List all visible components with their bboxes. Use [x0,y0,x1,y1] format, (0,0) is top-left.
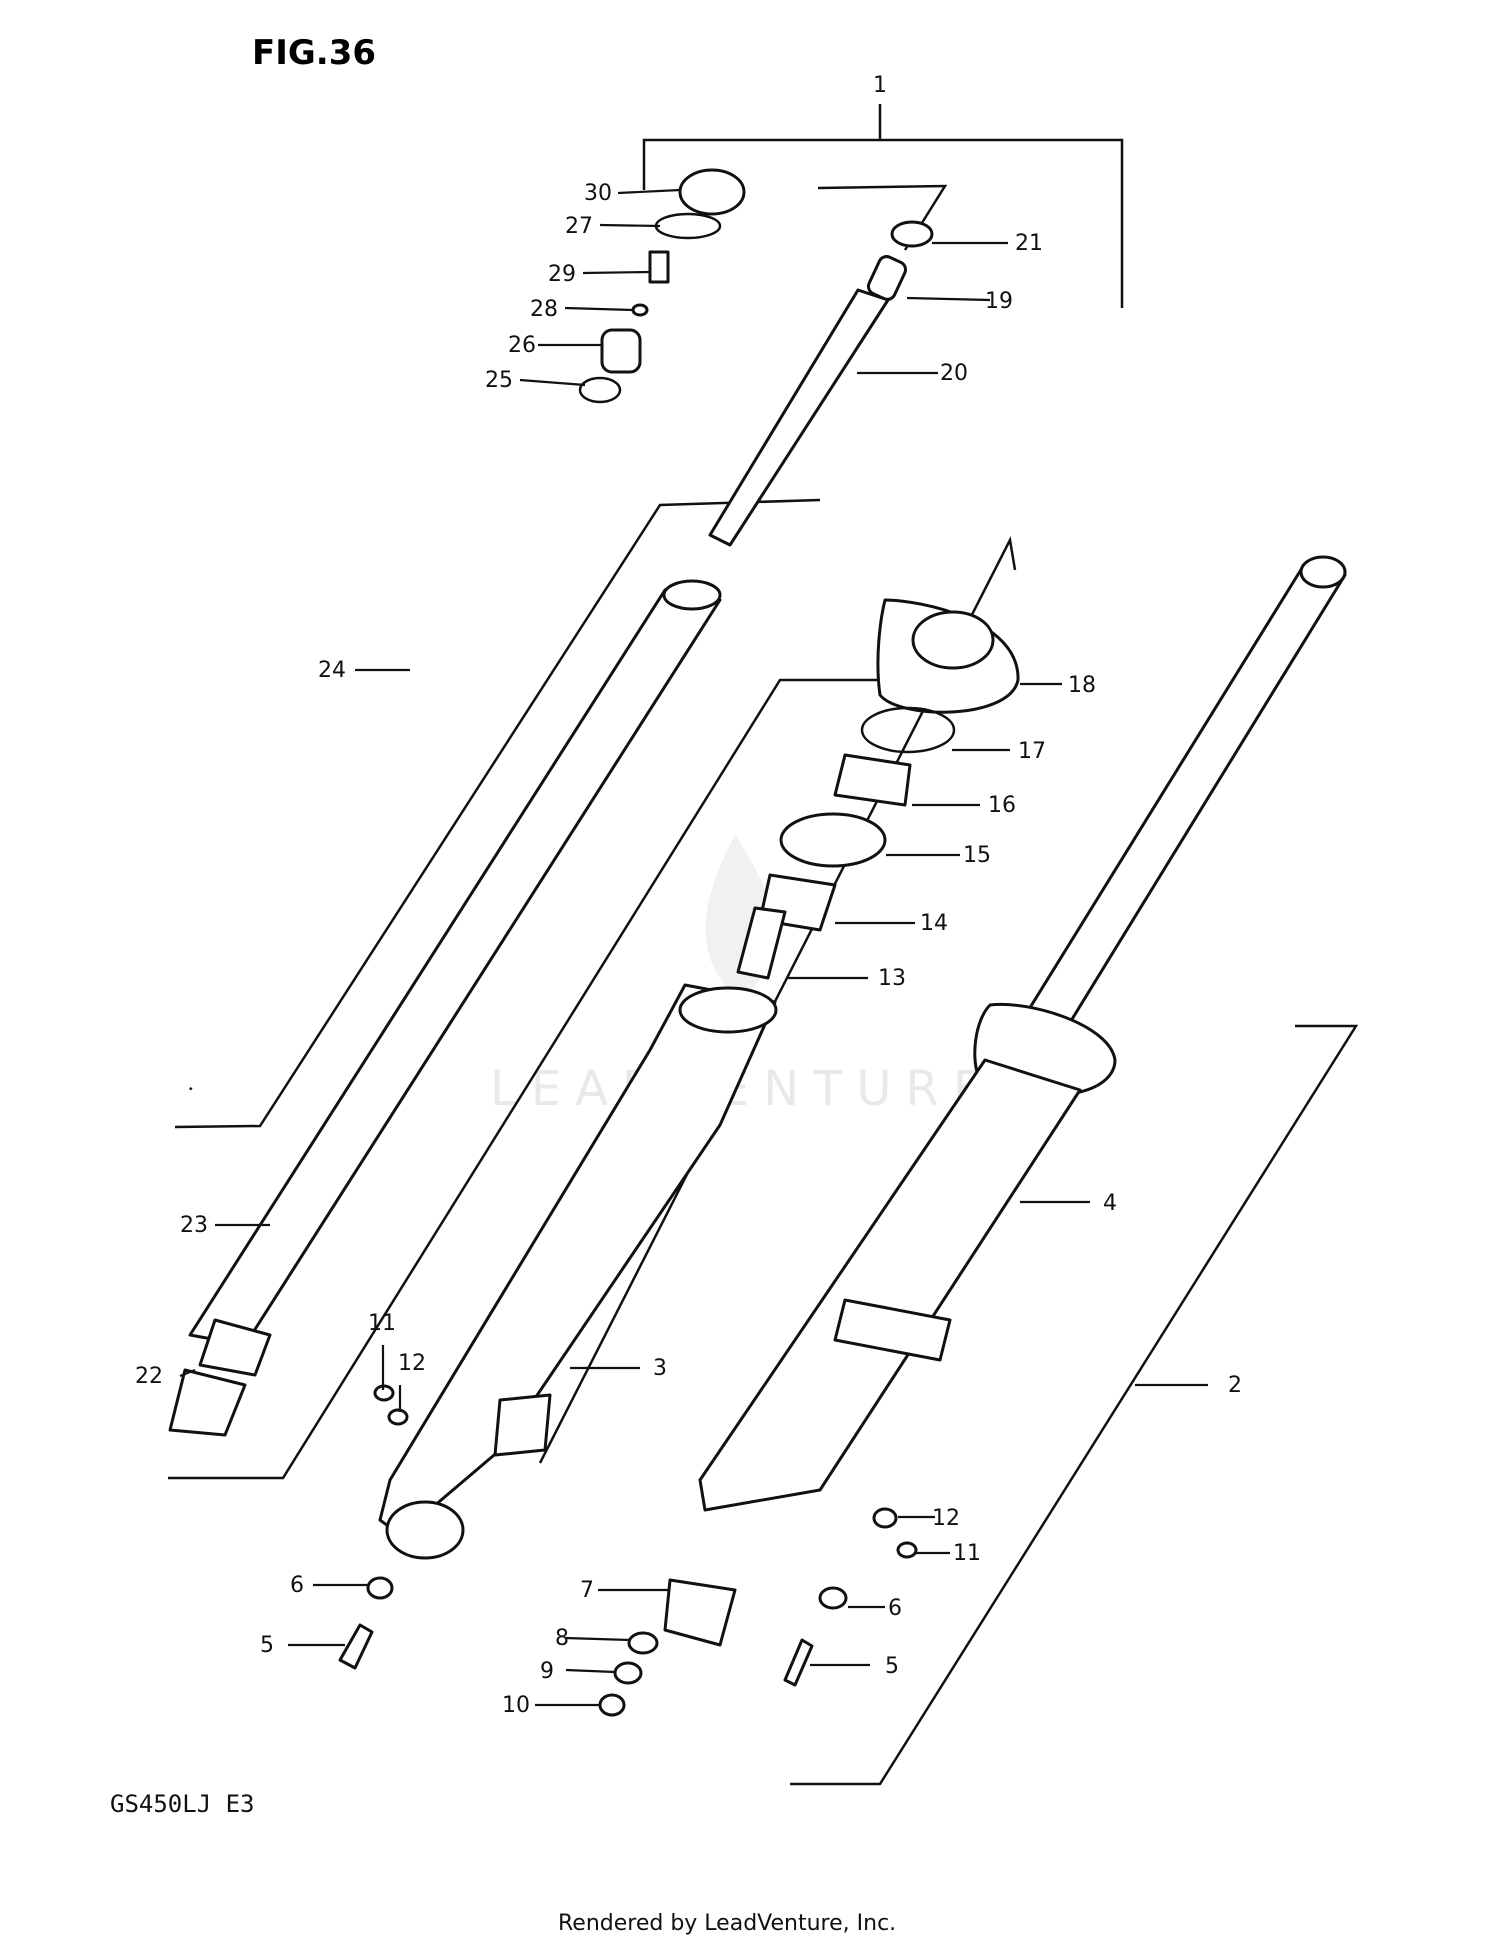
fork-spring [188,416,585,1091]
callout-13: 13 [878,966,906,991]
callout-24: 24 [318,658,346,683]
callout-21: 21 [1015,231,1043,256]
callout-17: 17 [1018,739,1046,764]
bracket-assembly-1 [642,104,1124,308]
callout-5-left: 5 [260,1633,274,1658]
model-code: GS450LJ E3 [110,1790,255,1818]
callout-7: 7 [580,1578,594,1603]
callout-labels: 1 2 3 4 5 5 6 6 7 8 9 10 11 11 12 12 13 … [135,73,1242,1718]
callout-26: 26 [508,333,536,358]
callout-10: 10 [502,1693,530,1718]
callout-12-right: 12 [932,1506,960,1531]
callout-11-left: 11 [368,1311,396,1336]
callout-6-left: 6 [290,1573,304,1598]
callout-14: 14 [920,911,948,936]
outer-tube-left [378,983,778,1560]
assembly-brackets [168,104,1359,1786]
callout-22: 22 [135,1364,163,1389]
callout-1: 1 [873,73,887,98]
callout-30: 30 [584,181,612,206]
damper-rod [708,220,934,547]
top-cap-parts [578,168,746,404]
valve [736,906,787,980]
callout-20: 20 [940,361,968,386]
callout-19: 19 [985,289,1013,314]
callout-27: 27 [565,214,593,239]
callout-12-left: 12 [398,1351,426,1376]
figure-title: FIG.36 [252,33,376,73]
callout-3: 3 [653,1356,667,1381]
callout-28: 28 [530,297,558,322]
callout-9: 9 [540,1659,554,1684]
callout-18: 18 [1068,673,1096,698]
callout-4: 4 [1103,1191,1117,1216]
callout-8: 8 [555,1626,569,1651]
callout-16: 16 [988,793,1016,818]
callout-15: 15 [963,843,991,868]
hardware [338,1384,918,1717]
leader-lines [179,188,1208,1707]
callout-11-right: 11 [953,1541,981,1566]
fork-seals [758,598,1020,932]
bracket-assembly-2 [790,1024,1359,1786]
fork-leg-right [698,555,1347,1512]
callout-29: 29 [548,262,576,287]
render-credit: Rendered by LeadVenture, Inc. [558,1911,896,1936]
callout-23: 23 [180,1213,208,1238]
callout-2: 2 [1228,1373,1242,1398]
callout-5-right: 5 [885,1654,899,1679]
damper-tube [168,579,722,1437]
callout-6-right: 6 [888,1596,902,1621]
callout-25: 25 [485,368,513,393]
